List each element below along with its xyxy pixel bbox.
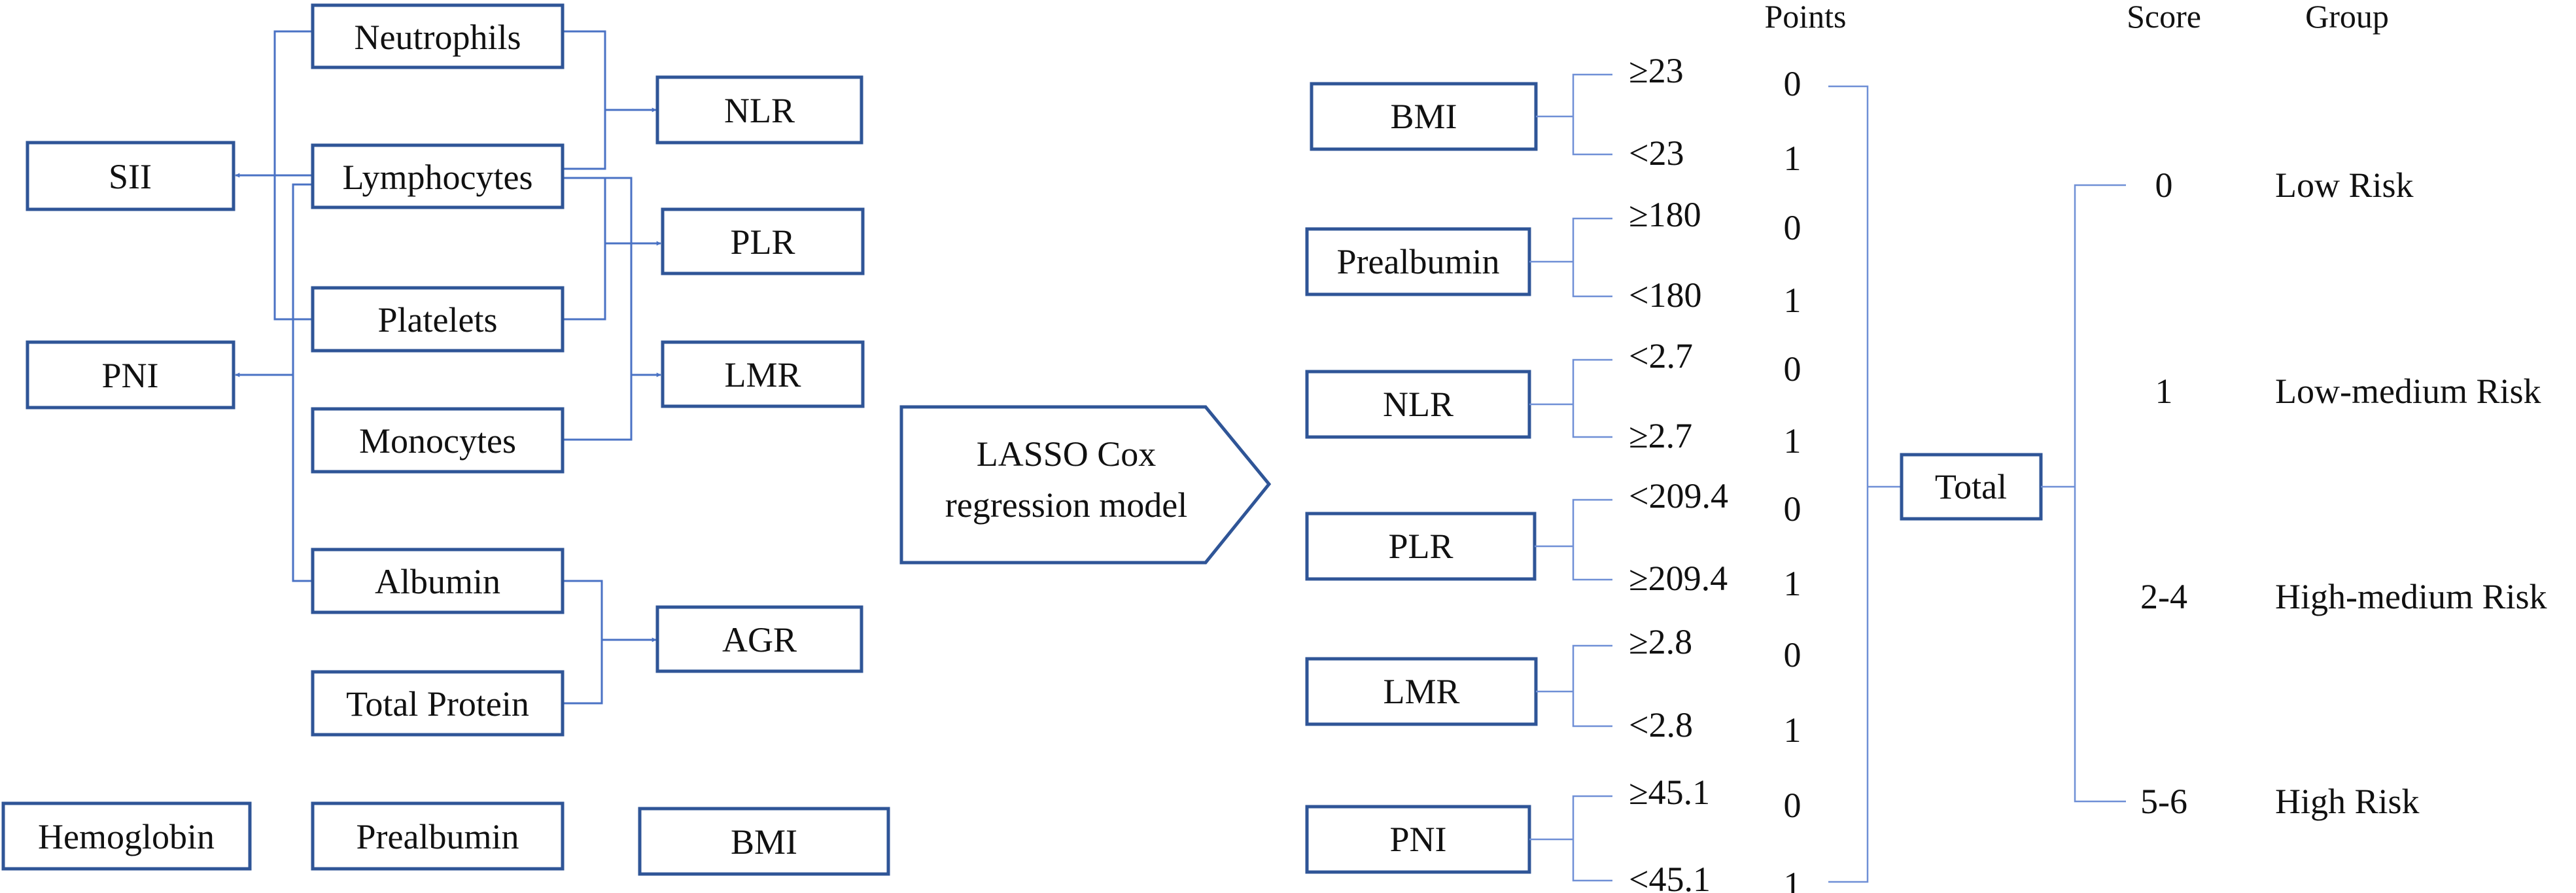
cutoff-high: <209.4 — [1629, 476, 1728, 516]
sii-box: SII — [26, 141, 235, 211]
cutoff-low: ≥2.7 — [1629, 416, 1692, 455]
model-line-2: regression model — [945, 485, 1187, 525]
points-header: Points — [1764, 0, 1846, 35]
cutoff-high: <2.7 — [1629, 336, 1693, 376]
score-value: 1 — [2155, 372, 2173, 411]
sii-label: SII — [109, 157, 152, 196]
lmr-label: LMR — [724, 355, 801, 394]
score-value: 5-6 — [2140, 782, 2187, 821]
total-label: Total — [1935, 467, 2007, 506]
lmr-box: LMR — [661, 340, 865, 408]
risk-group-row: 2-4 High-medium Risk — [2140, 577, 2547, 616]
neutrophils-label: Neutrophils — [355, 18, 521, 57]
platelets-label: Platelets — [378, 300, 498, 340]
agr-box: AGR — [655, 605, 863, 673]
column-headers: Points Score Group — [1764, 0, 2388, 35]
points-low: 1 — [1784, 710, 1801, 750]
score-rows: BMI≥23<2301Prealbumin≥180<18001NLR<2.7≥2… — [1305, 51, 1801, 893]
points-low: 1 — [1784, 865, 1801, 893]
input-boxes: Neutrophils Lymphocytes Platelets Monocy… — [1, 3, 890, 876]
lymphocytes-label: Lymphocytes — [343, 158, 533, 197]
total-protein-box: Total Protein — [311, 670, 565, 737]
points-low: 1 — [1784, 139, 1801, 178]
cutoff-high: ≥45.1 — [1629, 773, 1710, 812]
score-row-pni: PNI ≥45.1 <45.1 0 1 — [1305, 773, 1801, 893]
risk-group-label: High Risk — [2275, 782, 2420, 821]
albumin-box: Albumin — [311, 548, 565, 614]
variable-label: PLR — [1388, 527, 1453, 566]
score-bracket — [2041, 184, 2126, 803]
points-low: 1 — [1784, 421, 1801, 461]
albumin-label: Albumin — [375, 562, 500, 601]
total-box: Total — [1900, 453, 2043, 521]
cutoff-low: <2.8 — [1629, 705, 1693, 744]
points-high: 0 — [1784, 208, 1801, 247]
hemoglobin-label: Hemoglobin — [38, 817, 215, 856]
points-low: 1 — [1784, 281, 1801, 320]
score-row-plr: PLR <209.4 ≥209.4 0 1 — [1305, 476, 1801, 603]
variable-label: Prealbumin — [1337, 242, 1500, 281]
derived-boxes: SII PNI NLR PLR LMR AGR — [26, 75, 865, 673]
total-protein-label: Total Protein — [346, 684, 529, 724]
risk-group-row: 0 Low Risk — [2155, 166, 2414, 205]
score-row-bmi: BMI ≥23 <23 0 1 — [1310, 51, 1801, 178]
nlr-label: NLR — [724, 91, 795, 130]
group-header: Group — [2305, 0, 2389, 35]
plr-label: PLR — [730, 222, 795, 262]
risk-group-label: Low-medium Risk — [2275, 372, 2541, 411]
variable-label: BMI — [1390, 97, 1457, 136]
group-rows: 0 Low Risk 1 Low-medium Risk 2-4 High-medium … — [2140, 166, 2547, 821]
cutoff-low: <180 — [1629, 275, 1701, 315]
lymphocytes-box: Lymphocytes — [311, 143, 565, 209]
points-high: 0 — [1784, 786, 1801, 825]
variable-label: PNI — [1389, 820, 1446, 859]
points-bracket — [1828, 85, 1902, 883]
lasso-cox-model: LASSO Cox regression model — [899, 405, 1272, 565]
cutoff-low: <23 — [1629, 133, 1684, 173]
derivation-connectors — [235, 30, 661, 705]
score-header: Score — [2127, 0, 2201, 35]
points-low: 1 — [1784, 564, 1801, 603]
cutoff-low: <45.1 — [1629, 860, 1711, 893]
cutoff-high: ≥2.8 — [1629, 622, 1692, 661]
prealbumin-input-label: Prealbumin — [357, 817, 519, 856]
points-high: 0 — [1784, 349, 1801, 389]
cutoff-high: ≥180 — [1629, 195, 1701, 234]
points-high: 0 — [1784, 635, 1801, 674]
variable-label: LMR — [1383, 672, 1459, 711]
points-high: 0 — [1784, 489, 1801, 529]
score-value: 0 — [2155, 166, 2173, 205]
score-row-prealbumin: Prealbumin ≥180 <180 0 1 — [1305, 195, 1801, 320]
nlr-box: NLR — [655, 75, 863, 145]
cutoff-high: ≥23 — [1629, 51, 1684, 90]
variable-label: NLR — [1383, 385, 1453, 424]
risk-group-label: Low Risk — [2275, 166, 2414, 205]
hemoglobin-box: Hemoglobin — [1, 801, 252, 871]
platelets-box: Platelets — [311, 286, 565, 353]
pni-box: PNI — [26, 340, 235, 410]
score-row-nlr: NLR <2.7 ≥2.7 0 1 — [1305, 336, 1801, 461]
score-value: 2-4 — [2140, 577, 2187, 616]
plr-box: PLR — [661, 207, 865, 275]
agr-label: AGR — [722, 620, 797, 659]
risk-group-row: 5-6 High Risk — [2140, 782, 2420, 821]
neutrophils-box: Neutrophils — [311, 3, 565, 69]
pni-label: PNI — [101, 356, 158, 395]
prealbumin-input-box: Prealbumin — [311, 801, 565, 871]
bmi-input-label: BMI — [731, 822, 797, 862]
risk-group-row: 1 Low-medium Risk — [2155, 372, 2541, 411]
monocytes-box: Monocytes — [311, 407, 565, 474]
score-row-lmr: LMR ≥2.8 <2.8 0 1 — [1305, 622, 1801, 750]
bmi-input-box: BMI — [638, 807, 890, 876]
cutoff-low: ≥209.4 — [1629, 559, 1728, 598]
model-line-1: LASSO Cox — [977, 434, 1157, 474]
points-high: 0 — [1784, 64, 1801, 103]
monocytes-label: Monocytes — [359, 421, 516, 461]
risk-group-label: High-medium Risk — [2275, 577, 2547, 616]
